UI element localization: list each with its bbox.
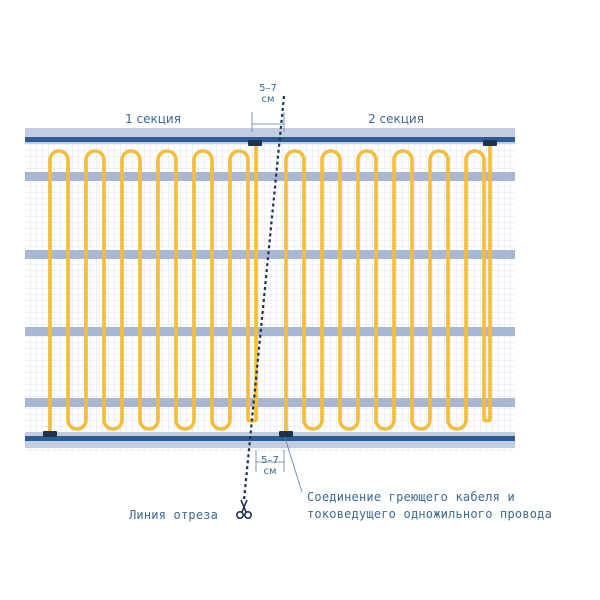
section-1-label: 1 секция [125, 112, 181, 126]
connection-label-line-1: Соединение греющего кабеля и [307, 490, 515, 504]
section-2-label: 2 секция [368, 112, 424, 126]
dimension-bottom-label: 5–7 см [256, 455, 284, 477]
heating-cable-section-2 [284, 144, 492, 432]
cable-connector [43, 431, 57, 437]
dimension-bracket-bottom [255, 450, 285, 472]
dimension-top-label: 5–7 см [252, 83, 284, 105]
bottom-rail [25, 436, 515, 441]
dimension-bottom-value: 5–7 [261, 455, 279, 466]
dimension-bottom-unit: см [263, 466, 277, 477]
cable-connector [248, 140, 262, 146]
top-rail [25, 137, 515, 142]
connection-label-line-2: токоведущего одножильного провода [307, 507, 553, 521]
cable-connector [483, 140, 497, 146]
reinforcement-band [25, 172, 515, 181]
dimension-bracket-top [251, 112, 285, 132]
reinforcement-band [25, 327, 515, 336]
dimension-top-value: 5–7 [259, 83, 277, 94]
reinforcement-band [25, 398, 515, 407]
cut-line-label: Линия отреза [129, 508, 219, 522]
heating-cable-section-1 [48, 144, 258, 432]
scissors-icon [236, 499, 253, 520]
connection-leader [284, 437, 303, 493]
reinforcement-band [25, 250, 515, 259]
dimension-top-unit: см [261, 94, 275, 105]
cable-connector [279, 431, 293, 437]
cut-line [242, 95, 286, 501]
